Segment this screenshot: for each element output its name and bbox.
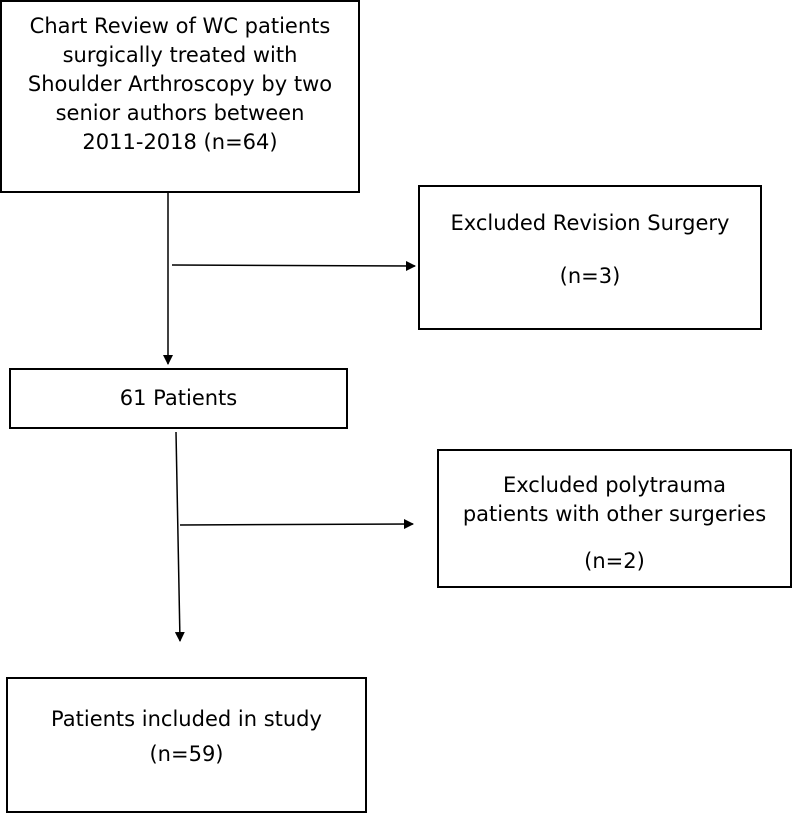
excluded-polytrauma-line-2: patients with other surgeries xyxy=(462,502,767,526)
included-count: (n=59) xyxy=(149,742,224,766)
box-excluded-polytrauma: Excluded polytrauma patients with other … xyxy=(437,449,792,588)
chart-review-line-2: surgically treated with xyxy=(62,43,298,67)
chart-review-line-5: 2011-2018 (n=64) xyxy=(82,130,278,154)
chart-review-line-3: Shoulder Arthroscopy by two xyxy=(27,72,333,96)
arrow-61-patients-to-included xyxy=(174,431,185,642)
included-title: Patients included in study xyxy=(51,707,322,731)
arrow-to-excluded-revision xyxy=(171,260,416,271)
chart-review-line-1: Chart Review of WC patients xyxy=(29,14,331,38)
arrow-to-excluded-polytrauma xyxy=(179,519,414,530)
box-61-patients: 61 Patients xyxy=(9,368,348,429)
excluded-polytrauma-line-1: Excluded polytrauma xyxy=(502,473,727,497)
excluded-polytrauma-count: (n=2) xyxy=(584,549,645,573)
excluded-revision-count: (n=3) xyxy=(559,264,621,288)
chart-review-line-4: senior authors between xyxy=(55,101,305,125)
excluded-revision-title: Excluded Revision Surgery xyxy=(450,211,730,235)
box-chart-review: Chart Review of WC patients surgically t… xyxy=(0,0,360,193)
box-included: Patients included in study (n=59) xyxy=(6,677,367,813)
box-excluded-revision: Excluded Revision Surgery (n=3) xyxy=(418,185,762,330)
patients-61-label: 61 Patients xyxy=(119,386,238,410)
